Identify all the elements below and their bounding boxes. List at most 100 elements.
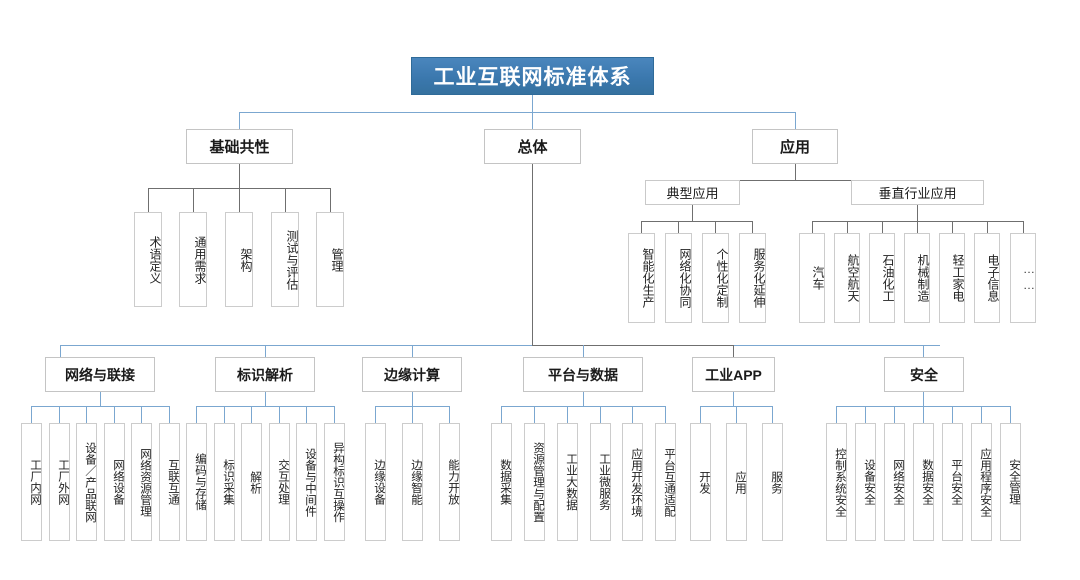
node-label: 设备安全: [863, 459, 875, 505]
connector-pingtai-drop-4: [600, 406, 601, 423]
connector-chuizhi-stem: [917, 205, 918, 221]
node-label: 设备与中间件: [304, 447, 316, 517]
leaf-bianyuan-zhineng: 边缘智能: [402, 423, 423, 541]
connector-top-bus: [239, 112, 795, 113]
node-category-wangluo-yu-lianjie: 网络与联接: [45, 357, 155, 392]
node-dianxing-yingyong: 典型应用: [645, 180, 740, 205]
leaf-kaifa: 开发: [690, 423, 711, 541]
connector-chuizhi-drop-1: [812, 221, 813, 233]
leaf-jixie-zhizao: 机械制造: [904, 233, 930, 323]
connector-anquan-drop-7: [1010, 406, 1011, 423]
connector-pingtai-drop-5: [632, 406, 633, 423]
connector-yingyong-stem: [795, 164, 796, 180]
node-label: 电子信息: [986, 254, 1000, 302]
leaf-ziyuan-guanli-yu-peizhi: 资源管理与配置: [524, 423, 545, 541]
leaf-biaoshi-caiji: 标识采集: [214, 423, 235, 541]
leaf-gongchang-neiwang: 工厂内网: [21, 423, 42, 541]
node-label: 网络与联接: [65, 366, 135, 383]
connector-chuizhi-drop-7: [1023, 221, 1024, 233]
connector-category-drop-5: [733, 345, 734, 361]
node-label: 边缘计算: [384, 366, 440, 383]
connector-gongyeapp-drop-3: [772, 406, 773, 423]
connector-wangluo-bus: [31, 406, 169, 407]
connector-biaoshi-drop-1: [196, 406, 197, 423]
connector-jichu-drop-4: [285, 188, 286, 212]
leaf-gexinghua-dingzhi: 个性化定制: [702, 233, 729, 323]
connector-jichu-drop-2: [193, 188, 194, 212]
node-label: 石油化工: [881, 254, 895, 302]
node-label: 智能化生产: [641, 248, 655, 308]
leaf-wangluohua-xietong: 网络化协同: [665, 233, 692, 323]
leaf-shebei-anquan: 设备安全: [855, 423, 876, 541]
node-label: 机械制造: [916, 254, 930, 302]
leaf-shuju-caiji: 数据采集: [491, 423, 512, 541]
node-category-pingtai-yu-shuju: 平台与数据: [523, 357, 643, 392]
node-label: 设备／产品联网: [84, 441, 96, 523]
node-label: 工业微服务: [598, 453, 610, 511]
leaf-wangluo-ziyuan-guanli: 网络资源管理: [131, 423, 152, 541]
connector-category-drop-4: [583, 345, 584, 361]
node-label: 标识采集: [222, 459, 234, 505]
node-label: 测试与评估: [285, 229, 299, 290]
node-label: 资源管理与配置: [532, 441, 544, 523]
node-label: 通用需求: [193, 235, 207, 284]
connector-dianxing-drop-3: [715, 221, 716, 233]
node-label: 应用: [734, 470, 746, 494]
node-label: 工业大数据: [565, 453, 577, 511]
connector-gongyeapp-stem: [733, 392, 734, 406]
node-label: 解析: [249, 470, 261, 494]
leaf-jiagou: 架构: [225, 212, 253, 307]
connector-jichu-drop-1: [148, 188, 149, 212]
leaf-gongchang-waiwang: 工厂外网: [49, 423, 70, 541]
leaf-bianyuan-shebei: 边缘设备: [365, 423, 386, 541]
connector-biaoshi-bus: [196, 406, 334, 407]
node-label: 编码与存储: [194, 453, 206, 511]
node-label: 轻工家电: [951, 254, 965, 302]
connector-dianxing-drop-4: [752, 221, 753, 233]
node-label: 异构标识互操作: [332, 441, 344, 523]
connector-wangluo-drop-1: [31, 406, 32, 423]
connector-chuizhi-drop-2: [847, 221, 848, 233]
connector-category-bus-left: [60, 345, 532, 346]
node-label: 服务: [770, 470, 782, 494]
node-label: 总体: [517, 139, 548, 156]
leaf-shuyu-dingyi: 术语定义: [134, 212, 162, 307]
leaf-yingyong-kaifa-huanjing: 应用开发环境: [622, 423, 643, 541]
connector-jichu-drop-5: [330, 188, 331, 212]
node-label: 平台互通适配: [663, 447, 675, 517]
connector-anquan-drop-4: [923, 406, 924, 423]
node-label: 工业APP: [705, 366, 762, 383]
leaf-fuwuhua-yanshen: 服务化延伸: [739, 233, 766, 323]
connector-top-drop-2: [532, 112, 533, 129]
leaf-shebei-chanpin-lianwang: 设备／产品联网: [76, 423, 97, 541]
node-label: 工厂外网: [57, 459, 69, 505]
leaf-ceshi-pinggu: 测试与评估: [271, 212, 299, 307]
node-label: 工厂内网: [29, 459, 41, 505]
leaf-qinggong-jiadian: 轻工家电: [939, 233, 965, 323]
connector-jichu-drop-3: [239, 188, 240, 212]
leaf-hulian-hutong: 互联互通: [159, 423, 180, 541]
node-label: 网络资源管理: [139, 447, 151, 517]
connector-chuizhi-drop-6: [987, 221, 988, 233]
node-label: 边缘设备: [373, 459, 385, 505]
leaf-zhinenghua-shengchan: 智能化生产: [628, 233, 655, 323]
leaf-kongzhi-xitong-anquan: 控制系统安全: [826, 423, 847, 541]
node-category-bianyuan-jisuan: 边缘计算: [362, 357, 462, 392]
connector-wangluo-drop-5: [141, 406, 142, 423]
leaf-gongye-dashuju: 工业大数据: [557, 423, 578, 541]
node-category-anquan: 安全: [884, 357, 964, 392]
connector-category-drop-1: [60, 345, 61, 361]
node-category-biaoshi-jiexi: 标识解析: [215, 357, 315, 392]
connector-anquan-drop-2: [865, 406, 866, 423]
leaf-yigou-biaoshi-hucaozuo: 异构标识互操作: [324, 423, 345, 541]
node-label: 网络安全: [892, 459, 904, 505]
leaf-bianma-yu-cunchu: 编码与存储: [186, 423, 207, 541]
connector-pingtai-drop-3: [567, 406, 568, 423]
leaf-wangluo-anquan: 网络安全: [884, 423, 905, 541]
node-category-gongye-app: 工业APP: [692, 357, 775, 392]
leaf-chuizhi-ellipsis: ……: [1010, 233, 1036, 323]
connector-wangluo-drop-4: [114, 406, 115, 423]
node-label: 网络设备: [112, 459, 124, 505]
connector-biaoshi-drop-2: [224, 406, 225, 423]
